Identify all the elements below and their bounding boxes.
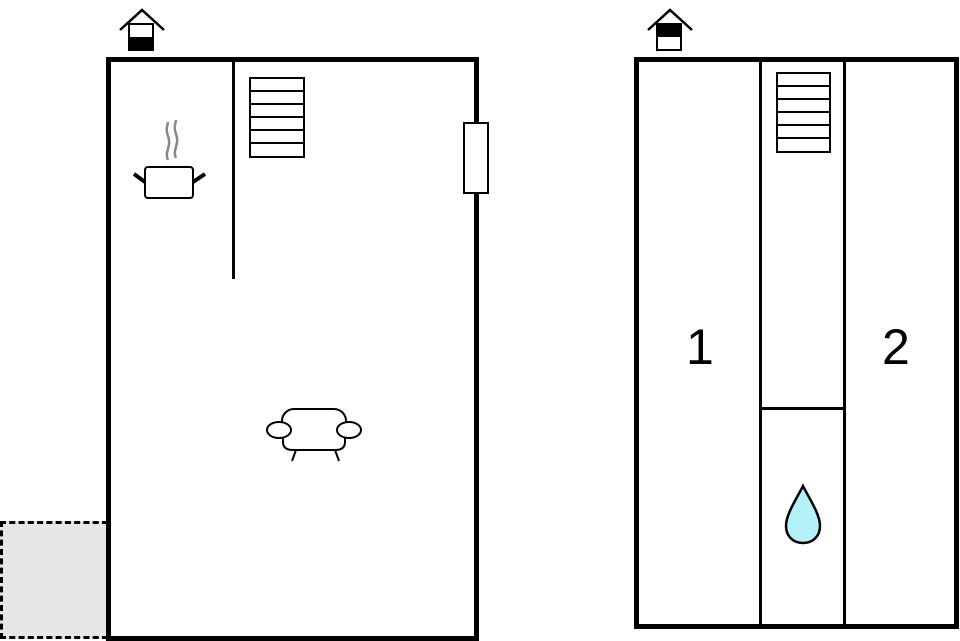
room-label-2: 2	[882, 319, 910, 375]
room1-partition-wall	[759, 60, 762, 626]
room-label-1: 1	[686, 319, 714, 375]
water-drop-icon	[784, 483, 822, 545]
kitchen-partition-wall	[232, 60, 235, 279]
house-level-upper-icon	[647, 8, 693, 51]
house-level-lower-icon	[119, 8, 165, 51]
cooking-pot-icon	[132, 119, 207, 199]
terrace-area	[0, 521, 108, 639]
stairs-icon	[249, 77, 305, 158]
sofa-icon	[266, 408, 362, 462]
window	[463, 122, 489, 194]
stairs-icon	[776, 72, 831, 153]
room2-partition-wall	[843, 60, 846, 626]
bathroom-partition-wall	[760, 407, 845, 410]
